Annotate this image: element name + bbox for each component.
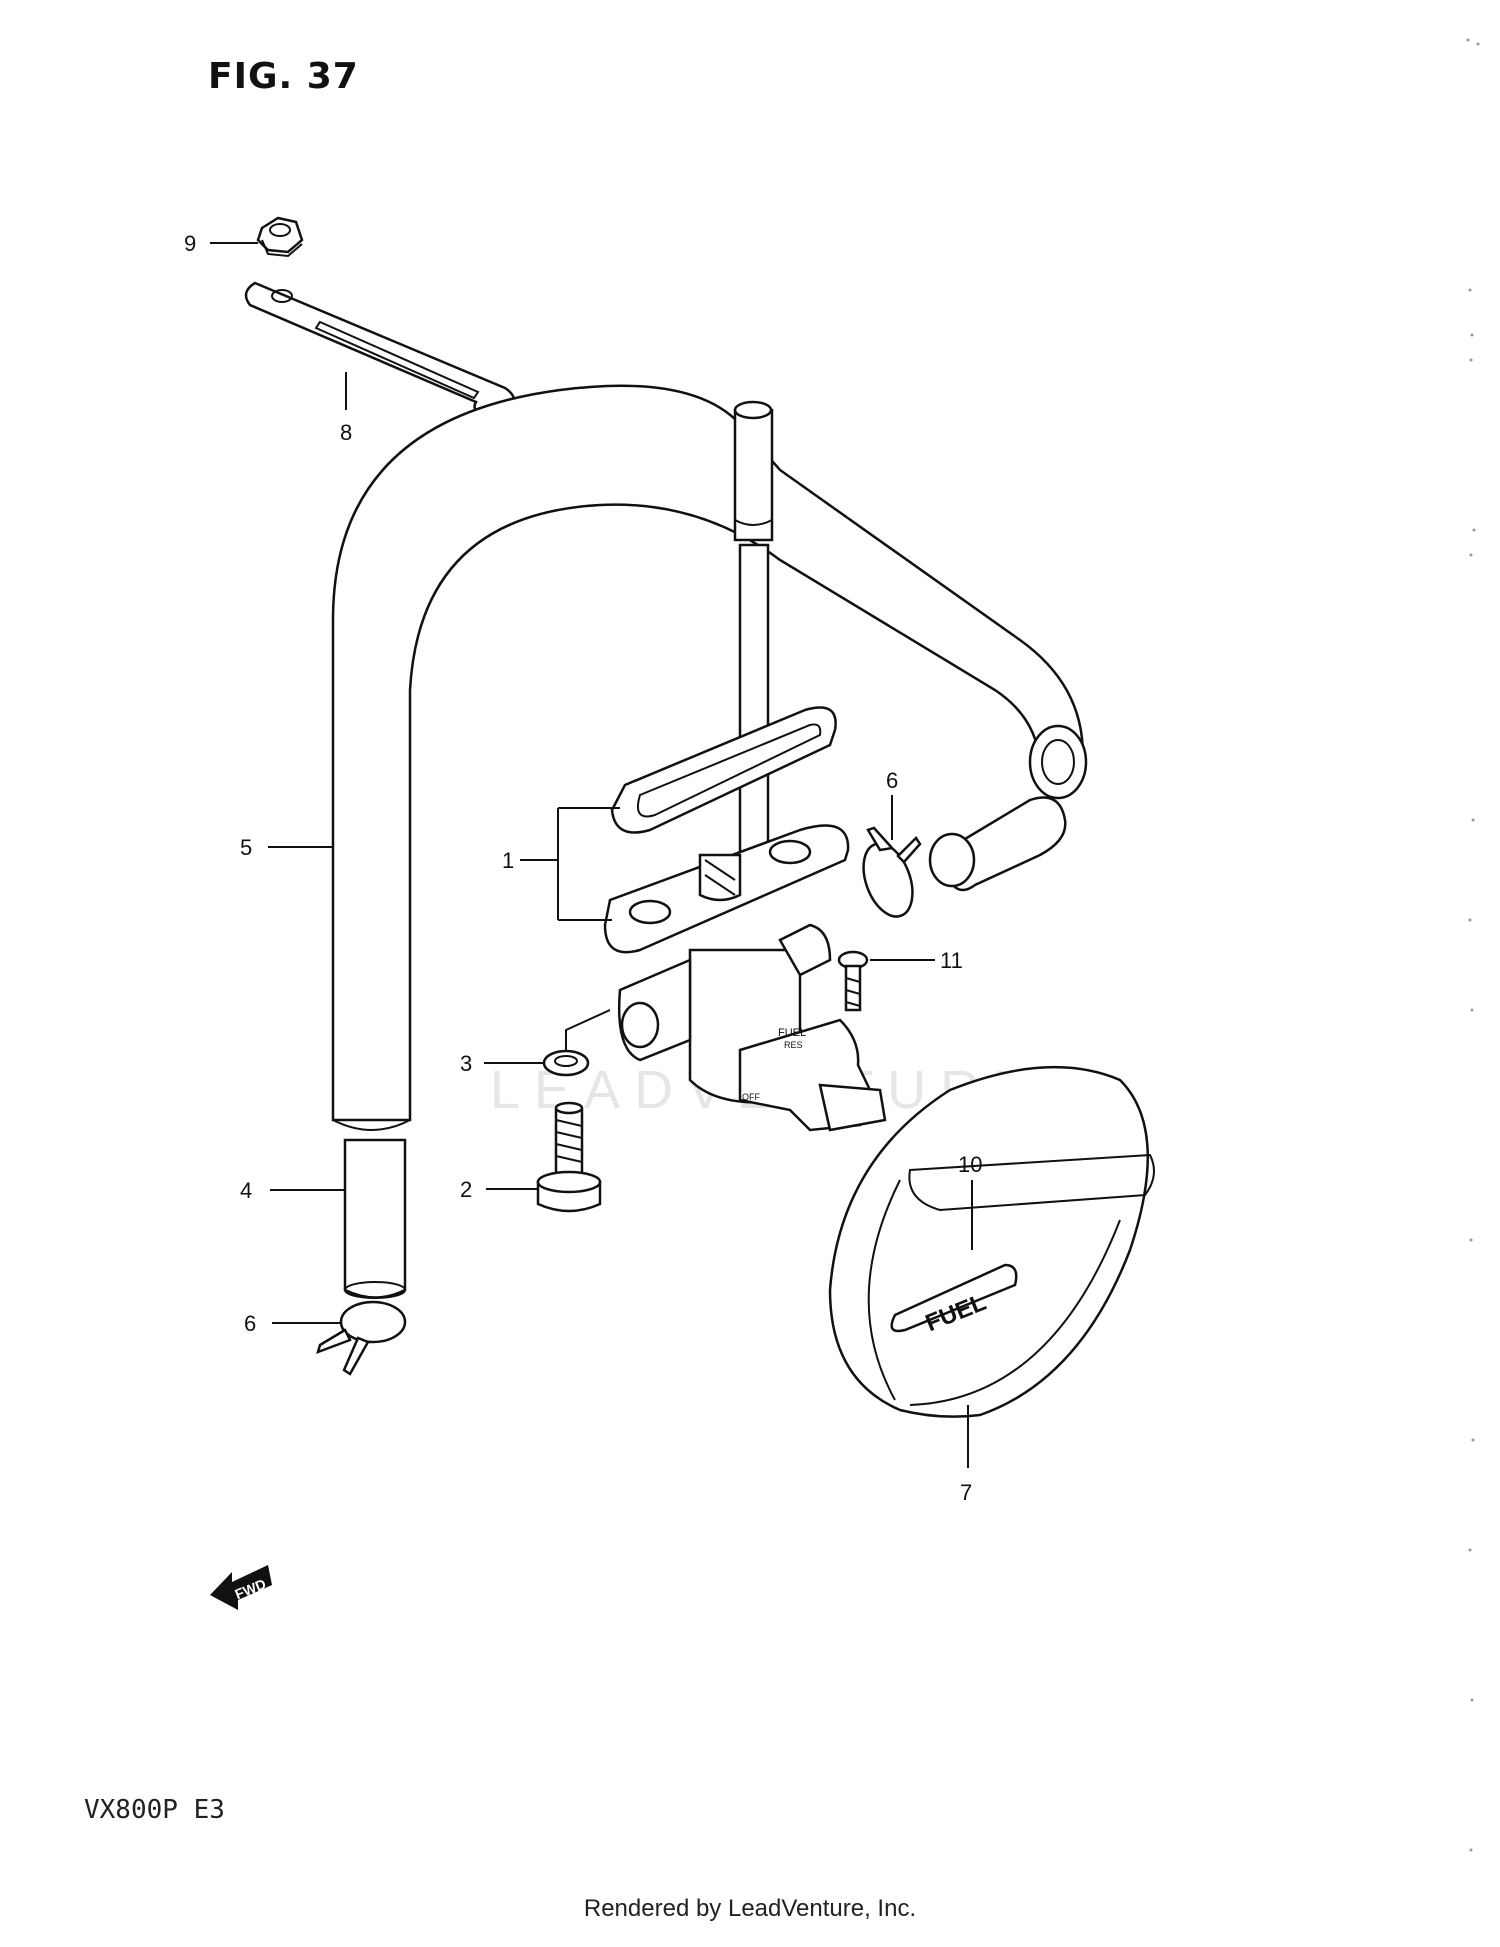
callout-8: 9 [184, 231, 196, 256]
callout-10: 10 [958, 1152, 982, 1177]
scan-edge-dots [1466, 38, 1480, 1852]
callout-2: 2 [460, 1177, 472, 1202]
callout-6-lower: 6 [244, 1311, 256, 1336]
render-credit-footer: Rendered by LeadVenture, Inc. [583, 1895, 917, 1922]
figure-title: FIG. 37 [208, 56, 359, 97]
callout-9: 7 [960, 1480, 972, 1505]
cock-label-off: OFF [742, 1092, 760, 1102]
cover-part-9: FUEL [828, 1065, 1155, 1418]
leader-1-bracket [520, 807, 620, 921]
nut-part-8 [256, 216, 304, 258]
clip-part-6-lower [316, 1300, 407, 1376]
cock-label-fuel: FUEL [778, 1027, 806, 1039]
callout-4: 4 [240, 1178, 252, 1203]
callout-3: 3 [460, 1051, 472, 1076]
callout-1: 1 [502, 848, 514, 873]
callout-5: 5 [240, 835, 252, 860]
screw-part-11 [837, 950, 869, 1012]
bolt-part-2 [536, 1101, 602, 1213]
hose-part-5 [331, 384, 1088, 1131]
callout-6-upper: 6 [886, 768, 898, 793]
strap-part-7 [244, 281, 516, 416]
model-code: VX800P E3 [84, 1795, 225, 1825]
washer-part-3 [542, 1049, 590, 1077]
hose-part-4 [343, 1138, 407, 1299]
callout-11: 11 [940, 948, 963, 973]
cock-label-res: RES [784, 1040, 803, 1050]
clip-part-6-upper [862, 826, 922, 918]
fuel-cock-part-1: FUEL RES OFF [603, 400, 887, 1132]
callout-7: 8 [340, 420, 352, 445]
fwd-direction-marker: FWD [210, 1565, 272, 1610]
washer-guide-line [565, 1009, 611, 1050]
